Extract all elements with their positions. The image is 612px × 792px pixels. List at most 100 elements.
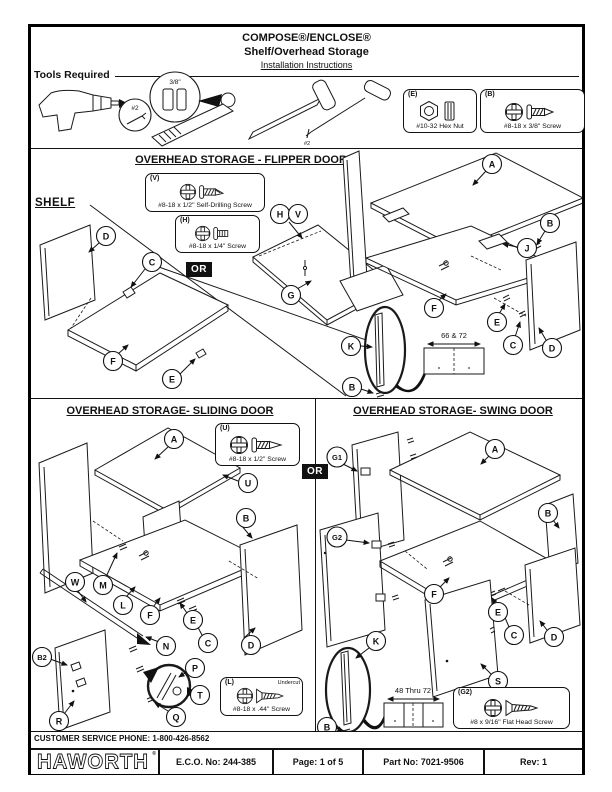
- callout-B: B: [537, 502, 559, 524]
- callout-H: H: [269, 203, 291, 225]
- callout-K: K: [365, 630, 387, 652]
- callout-D: D: [240, 634, 262, 656]
- footer-table: HAWORTH ® E.C.O. No: 244-385 Page: 1 of …: [31, 748, 582, 774]
- svg-text:D: D: [103, 232, 110, 242]
- svg-text:W: W: [71, 578, 80, 588]
- flipper-leaders: [88, 170, 547, 394]
- shelf-label: SHELF: [35, 197, 76, 209]
- callout-E: E: [487, 601, 509, 623]
- svg-text:#2: #2: [304, 141, 310, 147]
- callout-M: M: [92, 574, 114, 596]
- swing-section-title: OVERHEAD STORAGE- SWING DOOR: [353, 405, 553, 417]
- fastener-label: #8-18 x .44" Screw: [232, 706, 291, 713]
- fastener-box-g2: (G2) #8 x 9/16" Flat Head Screw: [453, 687, 570, 729]
- dimension-drawing: 48 Thru 72: [383, 686, 444, 728]
- svg-text:A: A: [492, 445, 499, 455]
- diagonal-divider: [155, 265, 404, 354]
- machine-screw-icon: [194, 225, 228, 242]
- fastener-tag: (U): [220, 425, 230, 432]
- svg-text:G: G: [287, 291, 294, 301]
- svg-text:A: A: [171, 435, 178, 445]
- self-drilling-screw-icon: [179, 183, 225, 201]
- callout-R: R: [48, 710, 70, 731]
- swing-door-s: [424, 579, 499, 698]
- flat-head-screw-icon: [236, 687, 284, 705]
- customer-service-phone: CUSTOMER SERVICE PHONE: 1-800-426-8562: [34, 734, 210, 743]
- undercut-note: Undercut: [277, 680, 300, 686]
- svg-text:E: E: [495, 608, 501, 618]
- swing-leaders: [335, 455, 560, 731]
- sliding-section-title: OVERHEAD STORAGE- SLIDING DOOR: [66, 405, 274, 417]
- callout-T: T: [189, 684, 211, 706]
- socket-icon: 3/8": [149, 71, 201, 123]
- flipper-section-title: OVERHEAD STORAGE - FLIPPER DOOR: [135, 154, 347, 166]
- callout-V: V: [287, 203, 309, 225]
- svg-text:#2: #2: [131, 105, 139, 112]
- svg-text:J: J: [524, 244, 529, 254]
- callout-U: U: [237, 472, 259, 494]
- svg-text:D: D: [549, 344, 556, 354]
- callout-A: A: [163, 428, 185, 450]
- callout-B2: B2: [31, 646, 53, 668]
- fastener-tag: (V): [150, 175, 160, 182]
- or-badge: OR: [302, 464, 328, 479]
- svg-text:K: K: [348, 342, 355, 352]
- hex-nut-icon: [420, 100, 455, 122]
- svg-text:T: T: [197, 691, 203, 701]
- registered-mark: ®: [152, 751, 156, 757]
- screwdriver-icon: #2: [304, 79, 391, 147]
- pan-screw-icon: [504, 103, 554, 121]
- flipper-cabinet: [339, 150, 582, 351]
- svg-text:E: E: [190, 616, 196, 626]
- svg-text:B2: B2: [37, 653, 47, 662]
- column-divider: [315, 398, 316, 731]
- fastener-box-l: (L) Undercut #8-18 x .44" Screw: [220, 677, 303, 716]
- section-divider: [31, 398, 582, 399]
- callout-D: D: [95, 225, 117, 247]
- sliding-leaders: [49, 446, 256, 715]
- svg-text:D: D: [248, 641, 255, 651]
- svg-text:C: C: [149, 258, 156, 268]
- callout-F: F: [423, 583, 445, 605]
- callout-B: B: [235, 507, 257, 529]
- callout-K: K: [340, 335, 362, 357]
- svg-text:R: R: [56, 717, 63, 727]
- svg-text:E: E: [494, 318, 500, 328]
- svg-text:P: P: [192, 664, 198, 674]
- callout-B: B: [316, 716, 338, 732]
- fastener-label: #8 x 9/16" Flat Head Screw: [470, 719, 553, 726]
- part-cell: Part No: 7021-9506: [362, 750, 483, 774]
- svg-text:L: L: [120, 601, 126, 611]
- fastener-box-e: (E) #10-32 Hex Nut: [403, 89, 477, 133]
- fastener-tag: (H): [180, 217, 190, 224]
- callout-C: C: [197, 632, 219, 654]
- callout-W: W: [64, 571, 86, 593]
- fastener-label: #8-18 x 1/2" Self-Drilling Screw: [158, 202, 252, 209]
- svg-text:3/8": 3/8": [169, 79, 181, 86]
- callout-L: L: [112, 594, 134, 616]
- svg-text:U: U: [245, 479, 252, 489]
- callout-G2: G2: [326, 526, 348, 548]
- callout-E: E: [161, 368, 183, 390]
- fastener-box-b: (B) #8-18 x 3/8" Screw: [480, 89, 585, 133]
- fastener-tag: (G2): [458, 689, 472, 696]
- tools-rule: [115, 76, 579, 77]
- svg-text:K: K: [373, 637, 380, 647]
- callout-A: A: [481, 153, 503, 175]
- phillips-bit-icon: #2: [118, 98, 152, 132]
- svg-text:E: E: [169, 375, 175, 385]
- swing-cabinet: [378, 431, 581, 644]
- svg-text:H: H: [277, 210, 284, 220]
- flat-head-screw-icon: [483, 699, 539, 717]
- svg-text:B: B: [324, 723, 331, 732]
- callout-F: F: [423, 297, 445, 319]
- callout-J: J: [516, 237, 538, 259]
- mallet-icon: [247, 79, 336, 141]
- rev-cell: Rev: 1: [483, 750, 582, 774]
- tools-illustration: #2 3/8" #2: [38, 71, 391, 147]
- callout-B: B: [539, 212, 561, 234]
- callout-A: A: [484, 438, 506, 460]
- svg-text:C: C: [510, 341, 517, 351]
- svg-text:HAWORTH: HAWORTH: [37, 751, 149, 773]
- fastener-label: #10-32 Hex Nut: [416, 123, 464, 130]
